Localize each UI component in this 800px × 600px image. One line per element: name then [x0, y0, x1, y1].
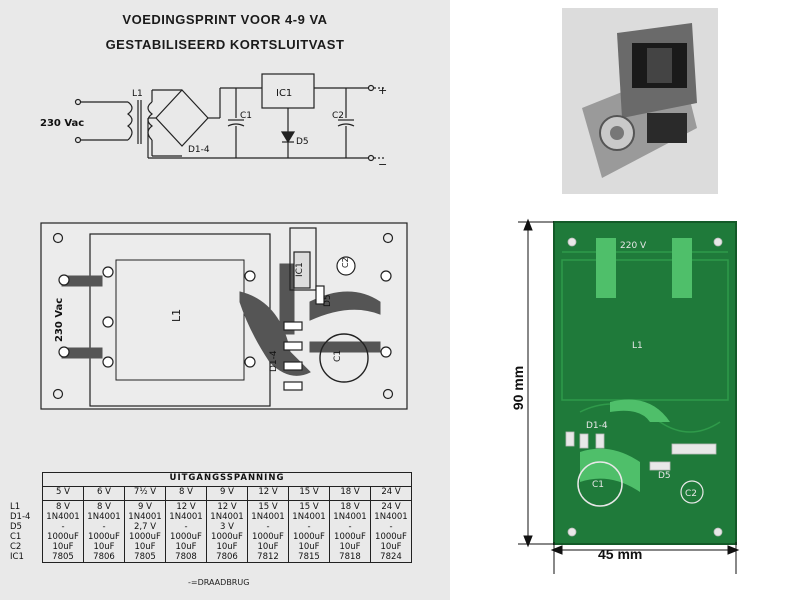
pcb-photo-l1: L1 — [632, 341, 643, 351]
table-cell: 12 V 1N4001 - 1000uF 10uF 7808 — [165, 500, 207, 563]
c1-label: C1 — [240, 111, 252, 121]
table-cell: 18 V 1N4001 - 1000uF 10uF 7818 — [329, 500, 371, 563]
table-cell: 15 V 1N4001 - 1000uF 10uF 7815 — [288, 500, 330, 563]
table-cell: 8 V 1N4001 - 1000uF 10uF 7806 — [83, 500, 125, 563]
pcb-photo-c1: C1 — [592, 480, 604, 490]
pcb-photo-c2: C2 — [685, 489, 697, 499]
diagram-sheet: VOEDINGSPRINT VOOR 4-9 VA GESTABILISEERD… — [0, 0, 450, 600]
output-terminal-plus — [367, 84, 375, 92]
pcb-ic1-label: IC1 — [295, 262, 305, 277]
plus-label: + — [378, 84, 387, 97]
c2-label: C2 — [332, 111, 344, 121]
input-terminal-bottom — [74, 136, 82, 144]
pcb-input-label: 230 Vac — [54, 298, 65, 342]
ic1-label: IC1 — [276, 88, 292, 99]
table-cell: 12 V 1N4001 3 V 1000uF 10uF 7806 — [206, 500, 248, 563]
pcb-c1-label: C1 — [333, 350, 343, 362]
bridge-diodes — [283, 321, 303, 391]
col-header: 8 V — [165, 486, 207, 501]
pcb-photo: 220 V L1 D1-4 IC1 D5 C1 C2 — [518, 218, 740, 574]
input-voltage-label: 230 Vac — [40, 118, 84, 129]
col-header: 7½ V — [124, 486, 166, 501]
zener-diode — [280, 131, 296, 144]
c2-plate-bottom — [337, 123, 355, 127]
c1-silkscreen — [577, 461, 623, 507]
c2-footprint — [336, 256, 356, 276]
table-column-header-row: 5 V 6 V 7½ V 8 V 9 V 12 V 15 V 18 V 24 V — [8, 486, 412, 501]
col-header: 18 V — [329, 486, 371, 501]
table-cell: 24 V 1N4001 - 1000uF 10uF 7824 — [370, 500, 412, 563]
table-note: -=DRAADBRUG — [188, 578, 250, 587]
ic1-heatsink — [289, 227, 317, 291]
circuit-schematic: 230 Vac L1 D1-4 C1 IC1 D5 C2 + − — [40, 73, 387, 171]
col-header: 24 V — [370, 486, 412, 501]
pcb-d5-label: D5 — [323, 294, 333, 307]
pcb-layout: 230 Vac L1 IC1 D5 D1-4 C1 C2 — [40, 222, 408, 410]
bridge-rectifier — [155, 89, 209, 147]
c1-plate-bottom — [227, 123, 245, 127]
height-dimension-label: 90 mm — [510, 365, 527, 411]
ic1-footprint — [293, 251, 311, 289]
pcb-c2-label: C2 — [341, 257, 350, 268]
col-header: 6 V — [83, 486, 125, 501]
c1-footprint — [319, 333, 369, 383]
d5-label: D5 — [296, 137, 309, 147]
width-dimension-label: 45 mm — [598, 546, 643, 562]
output-terminal-minus — [367, 154, 375, 162]
table-row: L1 D1-4 D5 C1 C2 IC1 8 V 1N4001 - 1000uF… — [8, 500, 412, 563]
transformer-photo — [562, 8, 718, 194]
d14-label: D1-4 — [188, 145, 210, 155]
c2-silkscreen — [680, 480, 704, 504]
title-line-2: GESTABILISEERD KORTSLUITVAST — [105, 37, 345, 52]
pcb-photo-ic1: IC1 — [680, 446, 695, 456]
pcb-photo-voltage: 220 V — [620, 241, 647, 251]
pcb-d14-label: D1-4 — [269, 350, 279, 372]
transformer-secondary — [147, 101, 153, 141]
table-header: UITGANGSSPANNING — [42, 472, 412, 487]
table-cell: 8 V 1N4001 - 1000uF 10uF 7805 — [42, 500, 84, 563]
title-line-1: VOEDINGSPRINT VOOR 4-9 VA — [122, 12, 328, 27]
l1-label: L1 — [132, 89, 143, 99]
minus-label: − — [378, 158, 387, 171]
table-cell: 15 V 1N4001 - 1000uF 10uF 7812 — [247, 500, 289, 563]
col-header: 15 V — [288, 486, 330, 501]
input-terminal-top — [74, 98, 82, 106]
pcb-l1-label: L1 — [170, 309, 183, 322]
col-header: 9 V — [206, 486, 248, 501]
col-header: 12 V — [247, 486, 289, 501]
transformer-primary — [127, 101, 133, 141]
table-cell: 9 V 1N4001 2,7 V 1000uF 10uF 7805 — [124, 500, 166, 563]
d5-footprint — [315, 285, 325, 305]
pcb-photo-d14: D1-4 — [586, 421, 608, 431]
pcb-photo-d5: D5 — [658, 471, 671, 481]
col-header: 5 V — [42, 486, 84, 501]
row-labels: L1 D1-4 D5 C1 C2 IC1 — [8, 500, 43, 563]
component-table: UITGANGSSPANNING 5 V 6 V 7½ V 8 V 9 V 12… — [8, 472, 412, 563]
